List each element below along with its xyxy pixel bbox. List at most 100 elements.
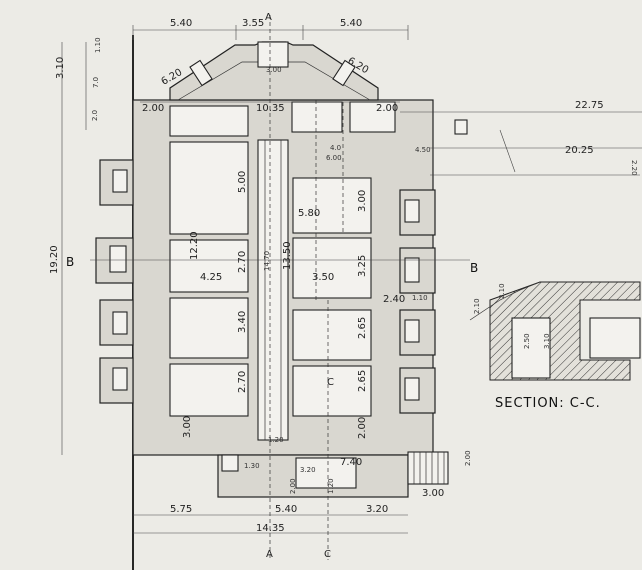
lbl-top-left: 5.40 [170,18,192,29]
lbl-4-25: 4.25 [200,272,222,283]
lbl-6-00: 6.00 [326,154,342,162]
lbl-3-50: 3.50 [312,272,334,283]
stair-block [407,451,449,485]
lbl-12-20: 12.20 [189,231,200,260]
lbl-22-75: 22.75 [575,100,604,111]
lbl-1-10b: 1.10 [412,294,428,302]
lbl-c-mid: C [327,377,334,388]
lbl-top-mid: 3.55 [242,18,264,29]
lbl-center-top: 10.35 [256,103,285,114]
section-void-right [589,317,641,359]
lbl-1-10: 1.10 [94,37,102,53]
lbl-3-40: 3.40 [237,311,248,333]
corridor [257,139,289,441]
lbl-2-70b: 2.70 [237,371,248,393]
lbl-13-50: 13.50 [282,241,293,270]
roof-vent-left [189,59,213,87]
lbl-1-20b: 1.20 [327,478,335,494]
buttress-l1-win [112,169,128,193]
lbl-b-left: B [66,255,74,269]
lbl-4-50: 4.50 [415,146,431,154]
room-left-top [169,105,249,137]
lbl-3-00: 3.00 [182,416,193,438]
right-extension [400,111,642,176]
lbl-a-bottom: A [266,549,273,560]
lbl-2-0: 2.0 [91,110,99,121]
lbl-3-10: 3.10 [55,57,66,79]
right-buttresses [399,189,436,414]
lbl-b-right: B [470,261,478,275]
lbl-a-top: A [265,12,272,23]
lbl-c-bottom: C [324,549,331,560]
lbl-3-00b: 3.00 [422,488,444,499]
buttress-r3-win [404,319,420,343]
buttress-l3-win [112,311,128,335]
bottom-entrance [217,451,449,498]
lbl-5-40b: 5.40 [275,504,297,515]
left-rooms [169,105,249,417]
lbl-5-75: 5.75 [170,504,192,515]
lbl-5-00: 5.00 [237,171,248,193]
lbl-7-0: 7.0 [92,77,100,88]
lbl-7-40: 7.40 [340,457,362,468]
left-buttresses [95,159,134,404]
lbl-20-25: 20.25 [565,145,594,156]
entrance-hall [295,457,357,489]
entrance-post-left [221,454,239,472]
lbl-3-25: 3.25 [357,255,368,277]
room-right-1 [292,177,372,234]
dimension-lines [61,15,470,560]
lbl-3-20b: 3.20 [366,504,388,515]
lbl-3-00r: 3.00 [357,190,368,212]
room-left-4 [169,363,249,417]
buttress-r2-win [404,257,420,283]
lbl-2-00b: 2.00 [289,478,297,494]
buttress-r1-win [404,199,420,223]
room-left-2 [169,239,249,293]
room-left-3 [169,297,249,359]
lbl-2-65b: 2.65 [357,370,368,392]
buttress-r4-win [404,377,420,401]
buttress-l4-win [112,367,128,391]
lbl-sec-2-50: 2.50 [523,333,531,349]
room-right-2 [292,237,372,299]
lbl-stair-2-00: 2.00 [464,450,472,466]
lbl-wing-right: 2.00 [376,103,398,114]
lbl-3-20: 3.20 [300,466,316,474]
lbl-roof-top: 3.00 [266,66,282,74]
right-post [454,119,468,135]
lbl-2-70a: 2.70 [237,251,248,273]
lbl-2-40: 2.40 [383,294,405,305]
lbl-2-20: 2.20 [630,160,638,176]
buttress-l2-win [109,245,127,273]
lbl-sec-3-10: 3.10 [543,333,551,349]
lbl-19-20: 19.20 [49,245,60,274]
lbl-2-00r: 2.00 [357,417,368,439]
center-corridor [257,101,343,441]
section-void [511,317,551,379]
lbl-5-80: 5.80 [298,208,320,219]
lbl-sec-2-10: 2.10 [498,283,506,299]
right-rooms [292,101,396,417]
section-title: SECTION: C-C. [495,396,601,411]
room-left-1 [169,141,249,235]
center-top-room [291,101,343,133]
lbl-14-70: 14.70 [263,251,271,271]
lbl-2-65a: 2.65 [357,317,368,339]
roof-vent-right [332,59,356,87]
section-slope [469,281,541,321]
lbl-1-30: 1.30 [244,462,260,470]
top-vestibule [257,41,289,68]
room-right-4 [292,365,372,417]
lbl-wing-left: 2.00 [142,103,164,114]
lbl-top-right: 5.40 [340,18,362,29]
lbl-14-35: 14.35 [256,523,285,534]
room-right-3 [292,309,372,361]
tick-1 [499,129,516,173]
lbl-2-10: 2.10 [473,298,481,314]
section-cc-detail [469,281,641,381]
lbl-4-0: 4.0 [330,144,341,152]
lbl-1-20: 1.20 [268,436,284,444]
